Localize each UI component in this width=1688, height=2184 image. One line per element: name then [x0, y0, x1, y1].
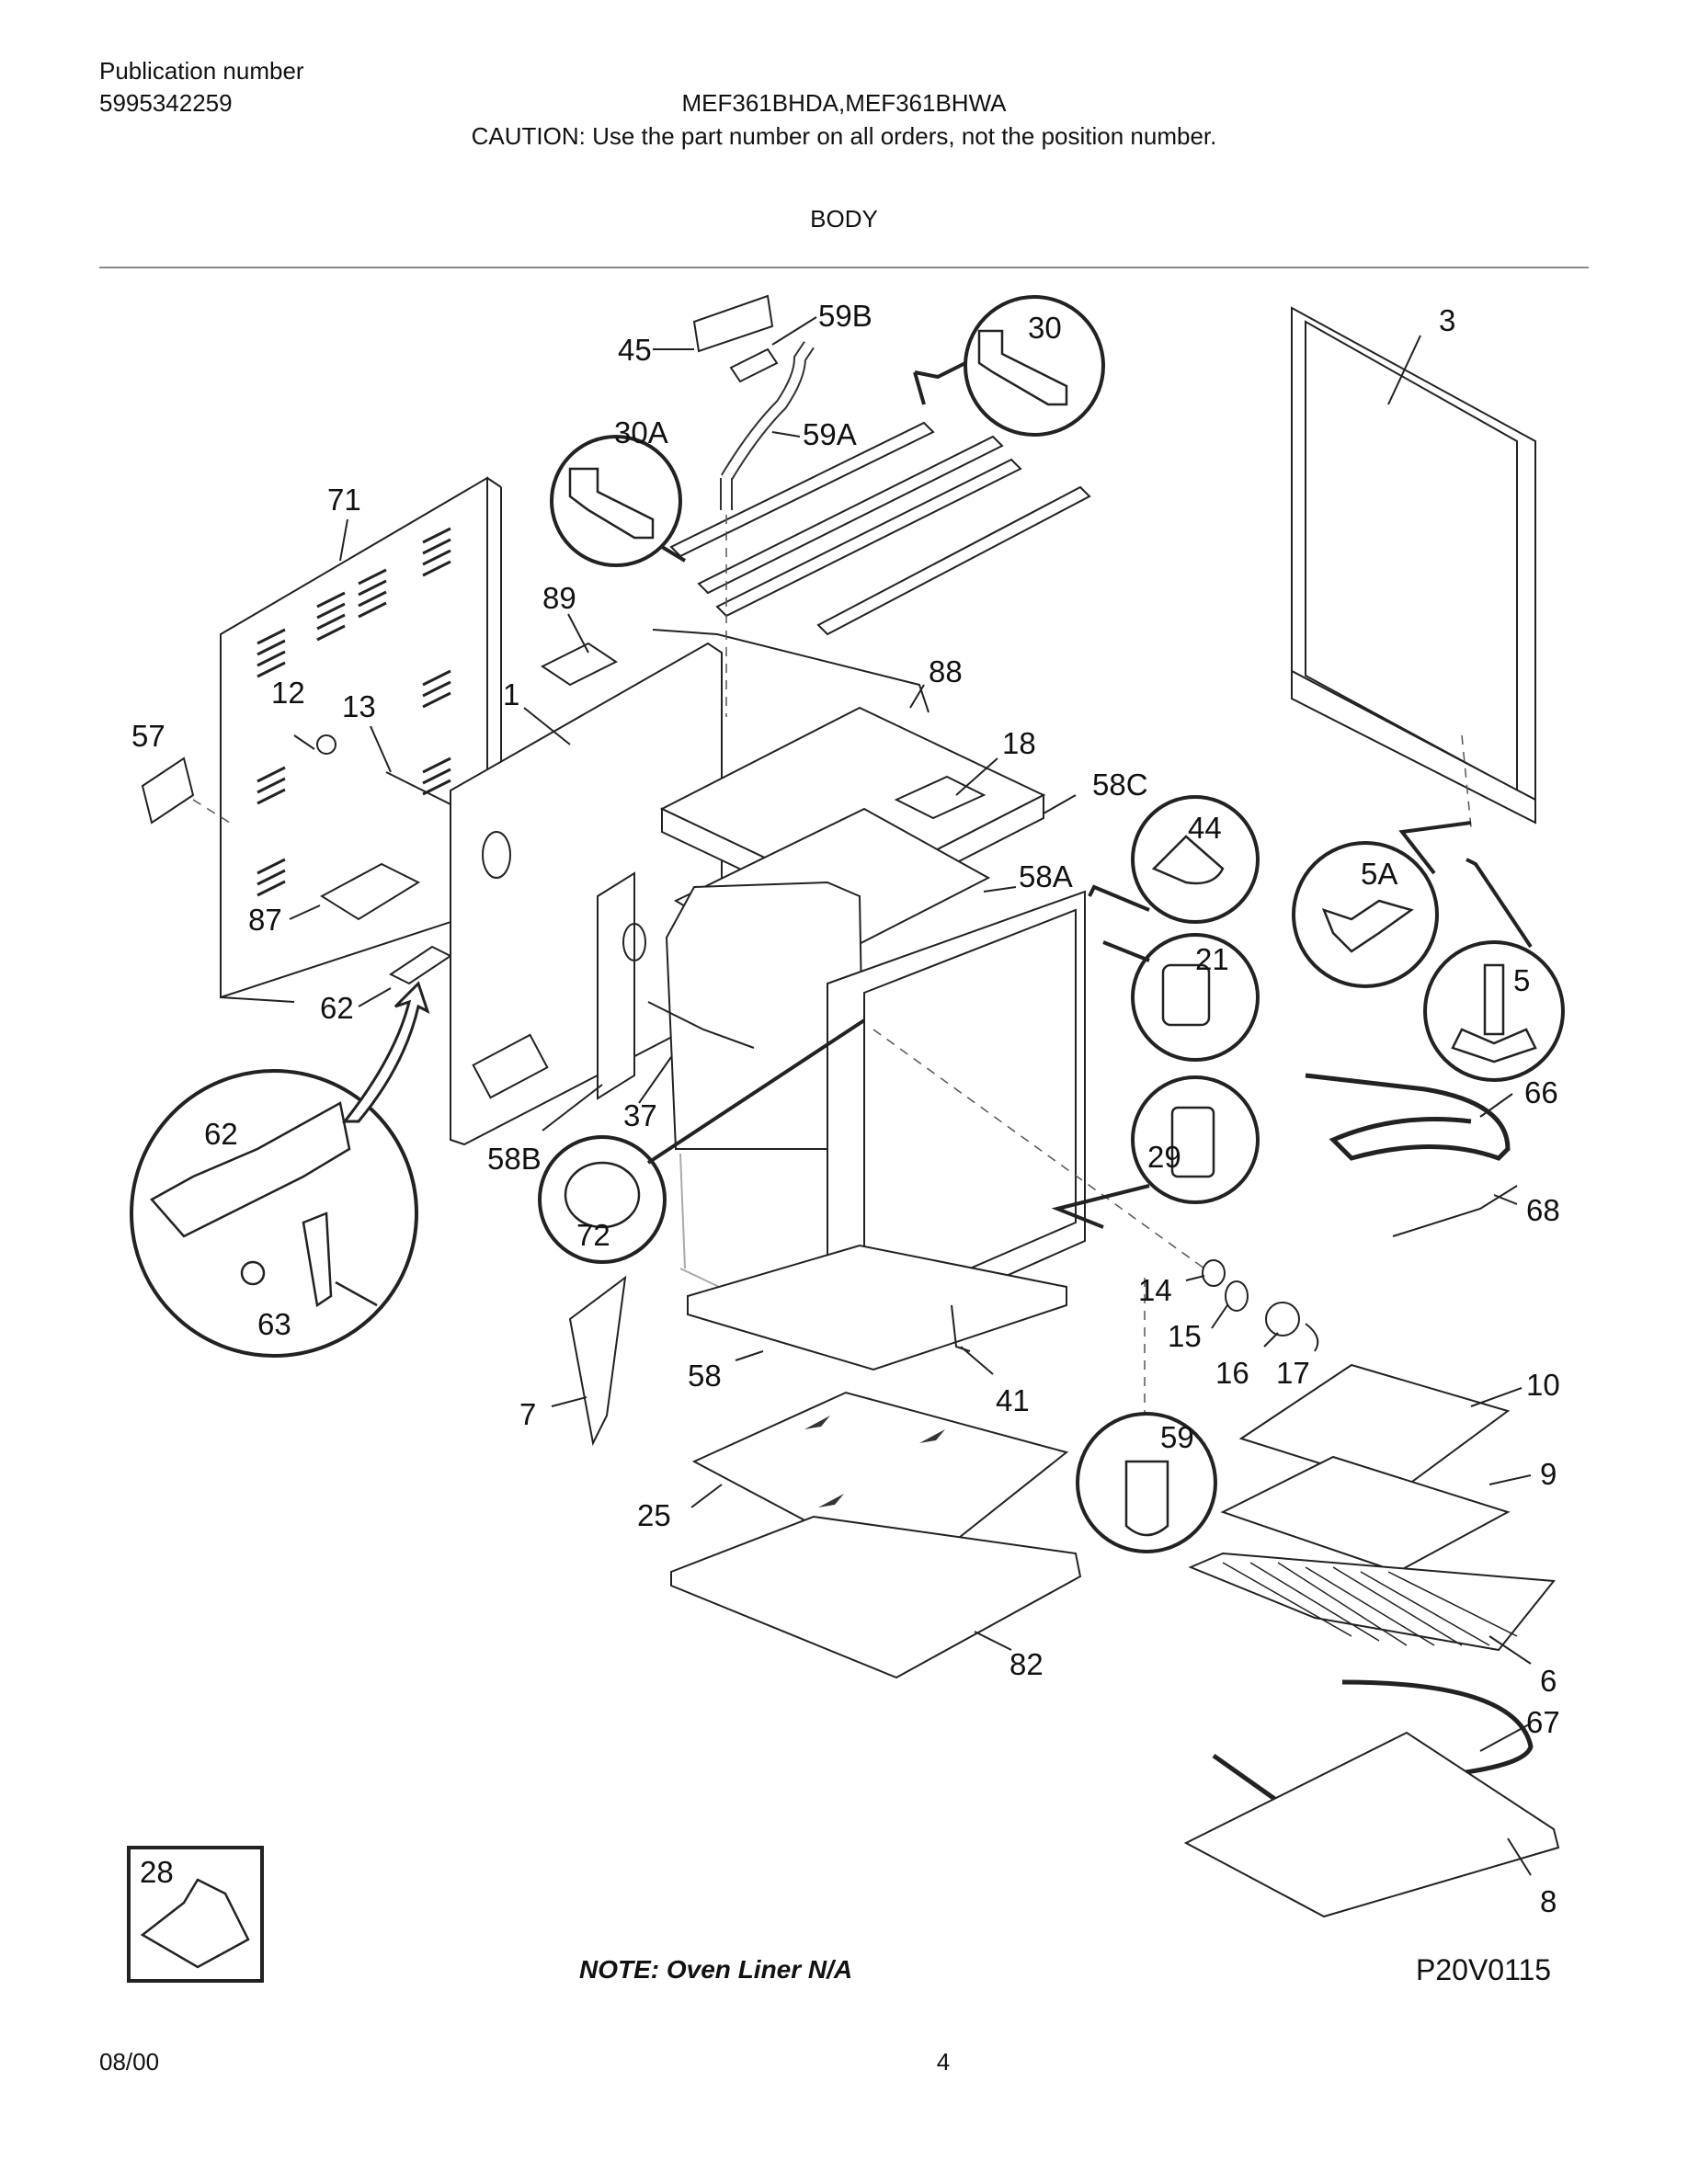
hinge-7-drawing	[568, 1275, 627, 1447]
model-numbers: MEF361BHDA,MEF361BHWA	[681, 89, 1007, 117]
bracket-89-drawing	[541, 642, 618, 687]
rod-68-drawing	[1392, 1185, 1518, 1237]
guide-lines	[192, 515, 1472, 1434]
socket-16-drawing	[1265, 1302, 1300, 1337]
callout-17: 17	[1276, 1356, 1310, 1390]
diagram-code: P20V0115	[1416, 1953, 1552, 1986]
callout-6: 6	[1540, 1664, 1557, 1698]
bracket-45-drawing	[692, 294, 774, 353]
callout-41: 41	[996, 1383, 1030, 1417]
callout-44: 44	[1188, 811, 1222, 845]
revision-date: 08/00	[99, 2048, 160, 2076]
part-18-drawing	[894, 775, 987, 820]
callout-68: 68	[1526, 1193, 1560, 1227]
probe-37-drawing	[647, 1001, 755, 1049]
callout-58A: 58A	[1019, 859, 1073, 893]
callout-30A: 30A	[614, 415, 668, 449]
rack-62-drawing	[389, 945, 452, 985]
callout-67: 67	[1526, 1705, 1560, 1739]
oven-liner-note: NOTE: Oven Liner N/A	[579, 1955, 853, 1984]
callout-18: 18	[1002, 726, 1036, 760]
callout-29: 29	[1147, 1140, 1181, 1174]
callout-37: 37	[623, 1098, 657, 1132]
callout-62: 62	[320, 991, 354, 1025]
caution-text: CAUTION: Use the part number on all orde…	[471, 122, 1217, 150]
callout-16: 16	[1215, 1356, 1249, 1390]
callout-30: 30	[1028, 311, 1062, 345]
callout-72: 72	[576, 1218, 610, 1252]
callout-82: 82	[1009, 1647, 1044, 1681]
bulb-15-drawing	[1225, 1280, 1249, 1312]
insulation-58-drawing	[687, 1244, 1067, 1371]
bracket-59B-drawing	[729, 347, 779, 383]
arrow-62	[341, 981, 430, 1123]
callout-7: 7	[519, 1397, 536, 1431]
callout-66: 66	[1524, 1075, 1558, 1109]
callout-71: 71	[327, 483, 361, 517]
callout-12: 12	[271, 676, 305, 710]
rack-6-drawing	[1188, 1552, 1556, 1652]
callout-59B: 59B	[818, 299, 873, 333]
callout-59A: 59A	[803, 417, 857, 451]
callout-89: 89	[542, 581, 576, 615]
callout-9: 9	[1540, 1457, 1557, 1491]
leader-lines	[289, 316, 1532, 1876]
bottom-panel-82-drawing	[670, 1515, 1082, 1679]
lens-14-drawing	[1202, 1259, 1226, 1287]
door-3-drawing	[1291, 306, 1536, 825]
callout-87: 87	[248, 903, 282, 937]
callout-labels: 1 3 5 5A 6 7 8 9 10 12 13 14 15 16 17 18…	[131, 299, 1560, 1918]
callout-3: 3	[1439, 303, 1455, 337]
callout-57: 57	[131, 719, 165, 753]
callout-58C: 58C	[1092, 768, 1148, 802]
callout-28: 28	[140, 1855, 174, 1889]
wire-17-drawing	[1305, 1323, 1319, 1352]
oven-cavity-drawing	[665, 881, 1086, 1353]
upper-frame-rails-drawing	[669, 421, 1091, 636]
publication-label: Publication number	[99, 57, 304, 85]
callout-62-detail: 62	[204, 1117, 238, 1151]
bracket-57-drawing	[141, 756, 195, 825]
callout-10: 10	[1526, 1368, 1560, 1402]
bracket-87-drawing	[320, 862, 421, 921]
bake-element-66-drawing	[1305, 1073, 1511, 1161]
callout-58: 58	[688, 1359, 722, 1393]
callout-8: 8	[1540, 1884, 1557, 1918]
part-12-drawing	[316, 734, 336, 755]
broil-cover-8-drawing	[1183, 1731, 1560, 1918]
callout-45: 45	[618, 333, 652, 367]
callout-88: 88	[929, 654, 963, 688]
detail-connectors	[646, 361, 1533, 1229]
callout-13: 13	[342, 689, 376, 723]
callout-58B: 58B	[487, 1142, 542, 1176]
detail-contents	[150, 329, 1537, 1537]
section-title: BODY	[810, 205, 878, 233]
callout-15: 15	[1168, 1319, 1202, 1353]
callout-21: 21	[1195, 942, 1229, 976]
rod-88-drawing	[652, 629, 930, 713]
callout-1: 1	[503, 677, 519, 711]
callout-14: 14	[1138, 1273, 1172, 1307]
pan-9-drawing	[1220, 1455, 1511, 1574]
callout-5A: 5A	[1361, 857, 1397, 891]
callout-59: 59	[1160, 1420, 1194, 1454]
callout-63: 63	[257, 1307, 291, 1341]
callout-5: 5	[1513, 963, 1530, 997]
publication-number: 5995342259	[99, 89, 233, 117]
page-number: 4	[936, 2048, 951, 2076]
cabinet-side-drawing	[450, 642, 723, 1146]
callout-25: 25	[637, 1498, 671, 1532]
